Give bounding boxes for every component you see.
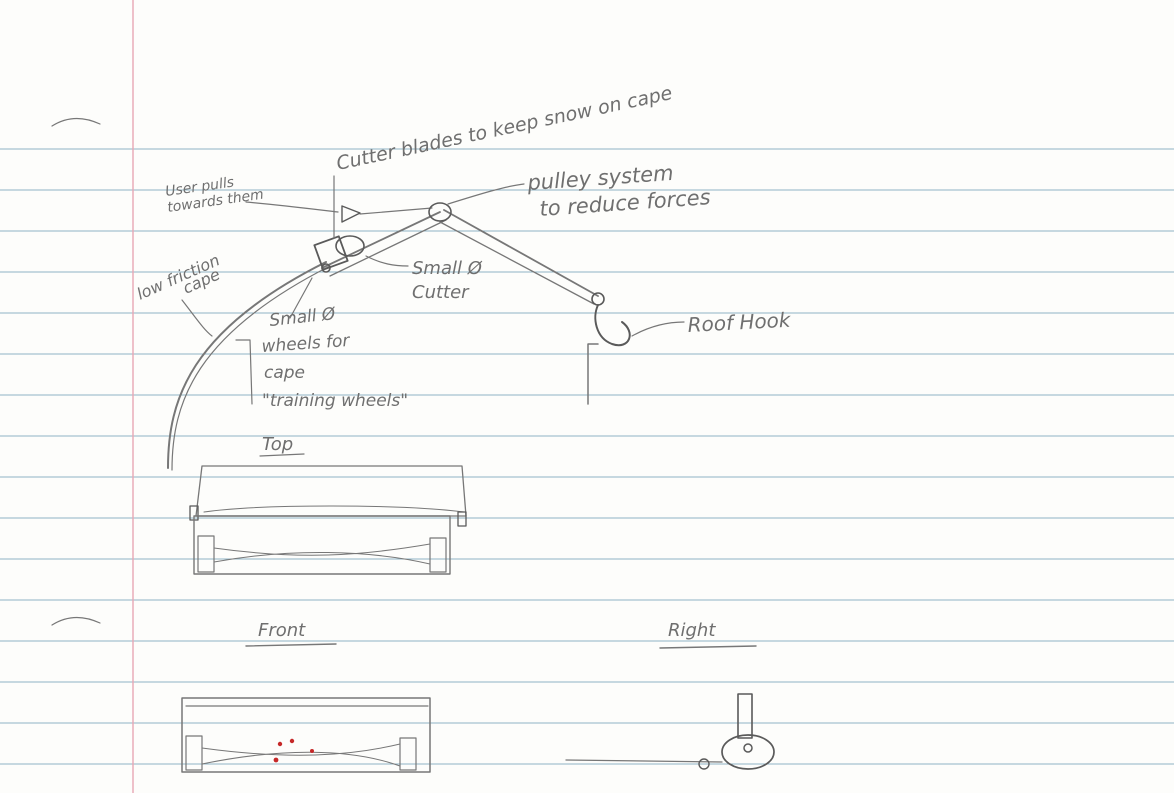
- label-small-wheels-1: Small Ø: [268, 304, 336, 331]
- view-title-top: Top: [262, 434, 293, 455]
- small-cutter-circle: [335, 235, 365, 257]
- front-view: Front: [181, 620, 431, 773]
- pulley-wheel: [428, 202, 452, 222]
- right-view: Right: [565, 620, 775, 770]
- hole-punch-mark: [51, 616, 101, 626]
- label-roof-hook: Roof Hook: [687, 308, 792, 337]
- leader-cape: [181, 299, 213, 337]
- leader-roof-hook: [631, 321, 685, 337]
- bracket: [235, 339, 253, 405]
- hook-joint: [591, 292, 605, 306]
- pull-pole: [321, 211, 441, 269]
- cutter-blade-box: [313, 235, 349, 271]
- cape-curve: [167, 261, 327, 469]
- roof-hook-shape: [594, 304, 631, 347]
- top-view: Top: [189, 434, 467, 575]
- view-title-front: Front: [258, 620, 306, 641]
- label-small-wheels-4: "training wheels": [262, 391, 408, 411]
- label-small-wheels-2: wheels for: [261, 331, 351, 357]
- label-small-cutter-2: Cutter: [412, 282, 470, 303]
- red-marks: [273, 738, 314, 763]
- label-cutter-blades: Cutter blades to keep snow on cape: [334, 82, 674, 175]
- label-small-wheels-3: cape: [264, 363, 305, 383]
- side-view-sketch: [167, 175, 685, 471]
- roof-edge: [587, 343, 599, 405]
- hole-punch-mark: [51, 117, 101, 127]
- annotation-labels: Cutter blades to keep snow on cape User …: [134, 82, 792, 411]
- user-pull-arrow: [245, 201, 339, 213]
- view-title-right: Right: [668, 620, 716, 641]
- pulley-arm: [443, 209, 599, 297]
- small-wheel: [321, 263, 331, 273]
- leader-small-cutter: [365, 255, 409, 267]
- ruled-lines: [0, 148, 1174, 765]
- label-small-cutter-1: Small Ø: [412, 258, 483, 279]
- leader-pulley: [447, 183, 525, 205]
- leader-wheels: [289, 277, 313, 319]
- arrowhead-icon: [341, 205, 361, 223]
